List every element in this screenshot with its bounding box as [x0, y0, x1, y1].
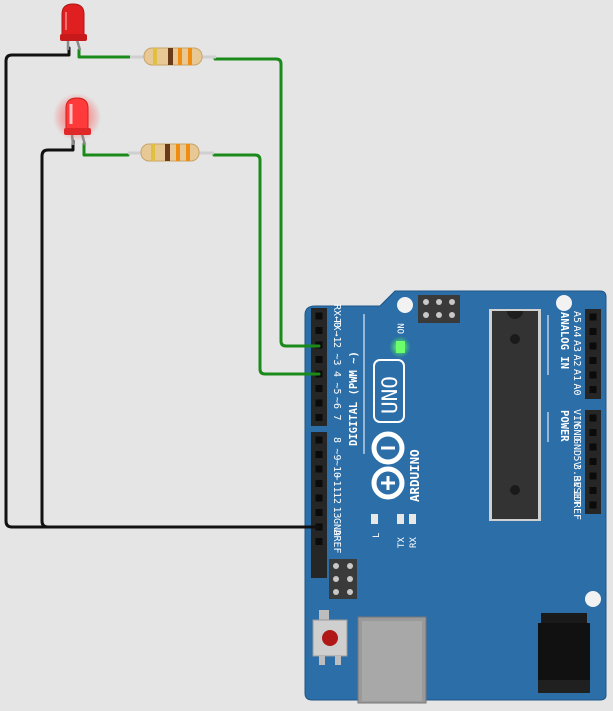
power-led — [396, 341, 405, 353]
analog-pin-5[interactable] — [589, 386, 597, 393]
atmega-chip — [489, 309, 541, 521]
digital-top-pin-5[interactable] — [315, 385, 323, 392]
ground-wire-led-2[interactable] — [40, 139, 75, 529]
reset-button[interactable] — [312, 610, 348, 665]
digital-top-pin-7[interactable] — [315, 414, 323, 421]
pin-label: A3 — [571, 340, 582, 352]
pin-label: 8 — [331, 437, 342, 443]
rx-led — [409, 514, 416, 524]
pin-label: GND — [331, 518, 342, 536]
power-pin-0[interactable] — [589, 414, 597, 422]
pin-label: RESET — [571, 475, 582, 505]
power-pin-6[interactable] — [589, 501, 597, 509]
pin-label: RX←0 — [331, 304, 342, 328]
power-pin-3[interactable] — [589, 458, 597, 465]
led-1[interactable] — [60, 3, 87, 51]
digital-bottom-pin-3[interactable] — [315, 480, 323, 487]
signal-wire-pin-2[interactable] — [77, 48, 132, 59]
pin-label: GND — [571, 423, 582, 441]
digital-header-top[interactable] — [311, 308, 327, 426]
resistor-2[interactable] — [128, 143, 214, 162]
digital-bottom-pin-5[interactable] — [315, 509, 323, 516]
analog-pin-0[interactable] — [589, 313, 597, 321]
pin-label: VIN — [571, 409, 582, 427]
digital-header-bottom[interactable] — [311, 432, 327, 578]
pin-label: A2 — [571, 354, 582, 366]
arduino-uno-board[interactable]: RX←0TX→12~34~5~678~9~10~111213GNDAREFA5A… — [304, 290, 607, 704]
digital-top-pin-0[interactable] — [315, 312, 323, 320]
digital-bottom-pin-0[interactable] — [315, 436, 323, 444]
analog-header[interactable] — [585, 309, 601, 399]
mounting-hole — [556, 295, 572, 311]
power-pin-4[interactable] — [589, 472, 597, 480]
digital-top-pin-6[interactable] — [315, 399, 323, 407]
pin-label: ~11 — [331, 474, 342, 492]
pin-label: 2 — [331, 342, 342, 348]
digital-bottom-pin-2[interactable] — [315, 465, 323, 473]
pin-label: A4 — [571, 325, 582, 337]
l-led-label: L — [372, 533, 382, 538]
pin-label: ~5 — [331, 382, 342, 394]
pin-label: ~6 — [331, 397, 342, 409]
digital-bottom-pin-1[interactable] — [315, 451, 323, 458]
on-label: ON — [397, 323, 407, 334]
signal-wire-pin-4[interactable] — [82, 142, 130, 157]
power-jack — [538, 613, 590, 693]
uno-badge: UNO — [373, 359, 405, 423]
pin-label: IOREF — [571, 490, 582, 520]
pin-label: A1 — [571, 369, 582, 381]
power-pin-2[interactable] — [589, 443, 597, 451]
pin-label: 7 — [331, 414, 342, 420]
pin-label: 4 — [331, 371, 342, 377]
pin-label: 13 — [331, 506, 342, 518]
icsp-header-top — [418, 295, 460, 323]
arduino-logo — [371, 431, 405, 500]
pin-label: 3.3V — [571, 464, 582, 488]
pin-label: TX→1 — [331, 318, 342, 342]
pin-label: 5V — [571, 455, 582, 467]
digital-top-pin-1[interactable] — [315, 327, 323, 334]
mounting-hole — [585, 591, 601, 607]
analog-pin-3[interactable] — [589, 357, 597, 364]
digital-top-pin-3[interactable] — [315, 356, 323, 363]
wires — [4, 46, 321, 529]
pin-label: ~10 — [331, 460, 342, 478]
led-2[interactable] — [53, 93, 101, 146]
digital-bottom-pin-7[interactable] — [315, 538, 323, 545]
signal-wire-pin-4-board[interactable] — [212, 153, 321, 376]
analog-pin-1[interactable] — [589, 328, 597, 335]
mounting-hole — [397, 297, 413, 313]
l-led — [371, 514, 378, 524]
power-pin-5[interactable] — [589, 487, 597, 494]
signal-wire-pin-2-board[interactable] — [213, 57, 321, 348]
usb-port — [357, 616, 427, 704]
pin-label: AREF — [331, 529, 342, 553]
icsp-header-bottom — [329, 559, 357, 599]
uno-label: UNO — [378, 376, 402, 414]
pin-label: A5 — [571, 311, 582, 323]
pin-labels: RX←0TX→12~34~5~678~9~10~111213GNDAREFA5A… — [331, 304, 582, 554]
analog-pin-4[interactable] — [589, 371, 597, 379]
pin-label: ~9 — [331, 448, 342, 460]
rx-led-label: RX — [409, 537, 419, 548]
tx-led-label: TX — [397, 537, 407, 548]
resistor-1[interactable] — [130, 47, 216, 66]
pin-label: GND — [571, 438, 582, 456]
analog-header-label: ANALOG IN — [558, 312, 570, 369]
power-header-label: POWER — [558, 410, 570, 442]
pin-label: A0 — [571, 383, 582, 395]
power-header[interactable] — [585, 410, 601, 514]
analog-pin-2[interactable] — [589, 342, 597, 350]
power-pin-1[interactable] — [589, 429, 597, 436]
digital-bottom-pin-4[interactable] — [315, 494, 323, 502]
ground-wire-led-1[interactable] — [4, 46, 321, 529]
pin-label: 12 — [331, 492, 342, 504]
digital-header-label: DIGITAL (PWM ~) — [348, 351, 360, 446]
tx-led — [397, 514, 404, 524]
arduino-wordmark: ARDUINO — [407, 449, 422, 502]
pin-label: ~3 — [331, 353, 342, 365]
